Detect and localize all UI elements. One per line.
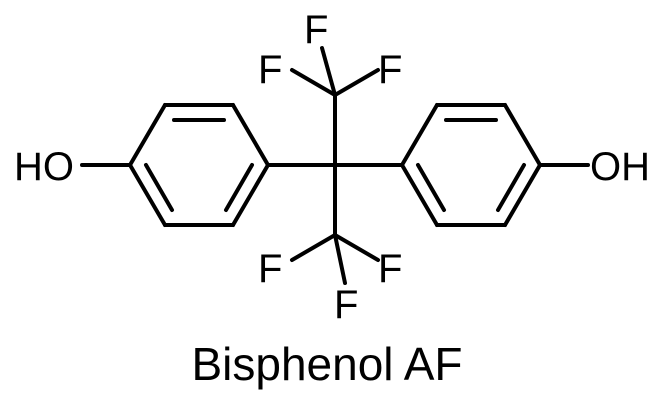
fluorine-top-left: F	[258, 48, 282, 92]
bottom-cf3-bonds	[290, 233, 380, 285]
central-carbon-bonds	[266, 93, 404, 237]
hydroxyl-right-label: OH	[590, 145, 650, 189]
top-cf3-bonds	[290, 46, 380, 97]
fluorine-bottom-center: F	[334, 283, 358, 327]
fluorine-top-center: F	[304, 8, 328, 52]
fluorine-top-right: F	[378, 48, 402, 92]
fluorine-bottom-left: F	[258, 247, 282, 291]
molecule-name-caption: Bisphenol AF	[191, 338, 463, 390]
right-benzene-ring	[400, 103, 542, 227]
fluorine-bottom-right: F	[378, 247, 402, 291]
left-benzene-ring	[128, 103, 270, 227]
hydroxyl-left-label: HO	[14, 145, 74, 189]
